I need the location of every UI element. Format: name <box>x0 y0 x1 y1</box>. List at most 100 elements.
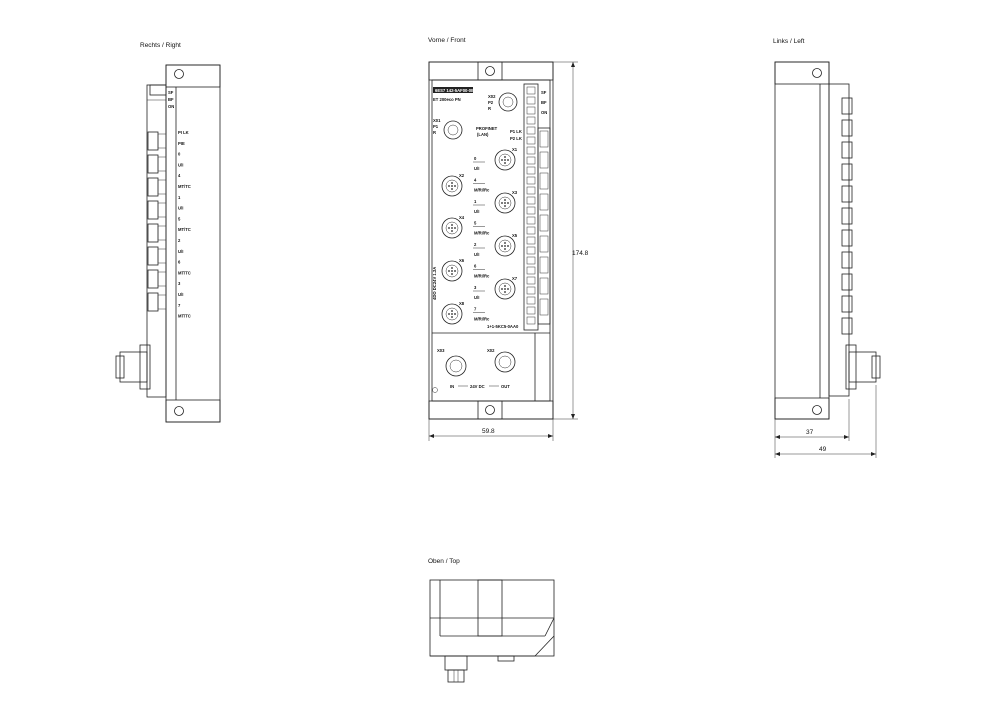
m12-connector-icon <box>441 303 463 325</box>
side-connector <box>841 119 853 137</box>
side-connector <box>147 246 159 266</box>
front-view-title: Vorne / Front <box>428 37 466 44</box>
connector-label: X2 <box>459 173 465 178</box>
power-connector-out-icon <box>494 351 516 373</box>
led-window <box>539 256 549 274</box>
channel-type: U/I <box>474 295 479 300</box>
m12-connector-icon <box>443 120 463 140</box>
led-cell <box>526 206 536 215</box>
mounting-hole-icon <box>174 69 184 79</box>
connector-label: X8 <box>459 301 465 306</box>
mounting-hole-icon <box>174 406 184 416</box>
led-window <box>539 130 549 148</box>
side-connector <box>147 154 159 174</box>
right-view-title: Rechts / Right <box>140 42 181 49</box>
side-connector <box>841 295 853 313</box>
led-cell <box>526 86 536 95</box>
channel-number: 3 <box>474 285 477 290</box>
port-label: X01 <box>433 118 441 123</box>
port-label: R <box>488 106 491 111</box>
side-channel-label: U/I <box>178 292 183 297</box>
front-view: 6ES7 142-5AF00-0BA0 ET 200eco PN SF BF O… <box>428 61 589 441</box>
port-label: X02 <box>488 94 496 99</box>
side-connector <box>147 200 159 220</box>
mounting-hole-icon <box>812 405 822 415</box>
channel-number: 4 <box>474 178 477 183</box>
side-connector <box>841 317 853 335</box>
channel-number: 5 <box>474 221 477 226</box>
side-channel-label: 0 <box>178 152 181 157</box>
profinet-label: PROFINET <box>476 126 498 131</box>
led-cell <box>526 106 536 115</box>
depth-total-dimension: 49 <box>819 446 827 453</box>
height-dimension: 174.8 <box>572 250 589 257</box>
power-label: 24V DC <box>470 384 485 389</box>
led-window <box>539 172 549 190</box>
side-channel-label: MT/TC <box>178 270 191 275</box>
connector-label: X5 <box>512 233 518 238</box>
side-channel-label: U/I <box>178 249 183 254</box>
led-label: BF <box>541 100 547 105</box>
side-channel-label: MT/TC <box>178 314 191 319</box>
left-view: 37 49 <box>774 61 881 458</box>
led-cell <box>526 276 536 285</box>
channel-number: 0 <box>474 156 477 161</box>
channel-type: U/I <box>474 252 479 257</box>
led-cell <box>526 156 536 165</box>
led-label: ON <box>541 110 547 115</box>
led-cell <box>526 266 536 275</box>
m12-connector-icon <box>494 235 516 257</box>
led-cell <box>526 136 536 145</box>
port-link-label: P2 LK <box>510 136 522 141</box>
power-out-label: OUT <box>501 384 510 389</box>
channel-number: 7 <box>474 307 477 312</box>
port-label: P2 <box>488 100 494 105</box>
side-connector <box>841 141 853 159</box>
channel-type: M/Ri/Rc <box>474 274 490 279</box>
side-connector <box>147 292 159 312</box>
led-window <box>539 214 549 232</box>
led-cell <box>526 176 536 185</box>
led-label: SF <box>541 90 547 95</box>
led-label: BF <box>168 97 174 102</box>
side-text: 4DO DC24V 1.3A <box>432 267 437 300</box>
channel-type: U/I <box>474 209 479 214</box>
channel-number: 2 <box>474 242 477 247</box>
order-number-plate <box>433 87 473 93</box>
m12-connector-icon <box>494 192 516 214</box>
mounting-hole-icon <box>812 68 822 78</box>
side-connector <box>841 251 853 269</box>
product-name: ET 200eco PN <box>433 97 461 102</box>
led-cell <box>526 226 536 235</box>
m12-connector-icon <box>441 217 463 239</box>
lan-label: (LAN) <box>477 132 489 137</box>
right-view: SF BF ON PI LKPIE0U/I4MT/TC1U/I5MT/TC2U/… <box>115 64 221 423</box>
connector-label: X3 <box>512 190 518 195</box>
channel-type: M/Ri/Rc <box>474 317 490 322</box>
mounting-hole-icon <box>485 66 495 76</box>
side-channel-label: 4 <box>178 173 181 178</box>
ground-screw-icon <box>432 387 438 393</box>
power-connector-in-icon <box>445 355 467 377</box>
led-cell <box>526 236 536 245</box>
led-window <box>539 298 549 316</box>
m12-connector-icon <box>494 149 516 171</box>
top-view <box>429 579 555 683</box>
bottom-code: 1+1-5KC5-0AA0 <box>487 324 519 329</box>
led-cell <box>526 216 536 225</box>
led-label: SF <box>168 90 174 95</box>
m12-connector-icon <box>441 175 463 197</box>
connector-label: X7 <box>512 276 518 281</box>
channel-type: M/Ri/Rc <box>474 231 490 236</box>
side-connector <box>841 185 853 203</box>
led-cell <box>526 296 536 305</box>
side-channel-label: U/I <box>178 162 183 167</box>
led-window <box>539 277 549 295</box>
led-cell <box>526 256 536 265</box>
side-connector <box>147 131 159 151</box>
port-label: X03 <box>437 348 445 353</box>
side-channel-label: 3 <box>178 281 181 286</box>
led-label: ON <box>168 104 174 109</box>
port-label: P1 <box>433 124 439 129</box>
